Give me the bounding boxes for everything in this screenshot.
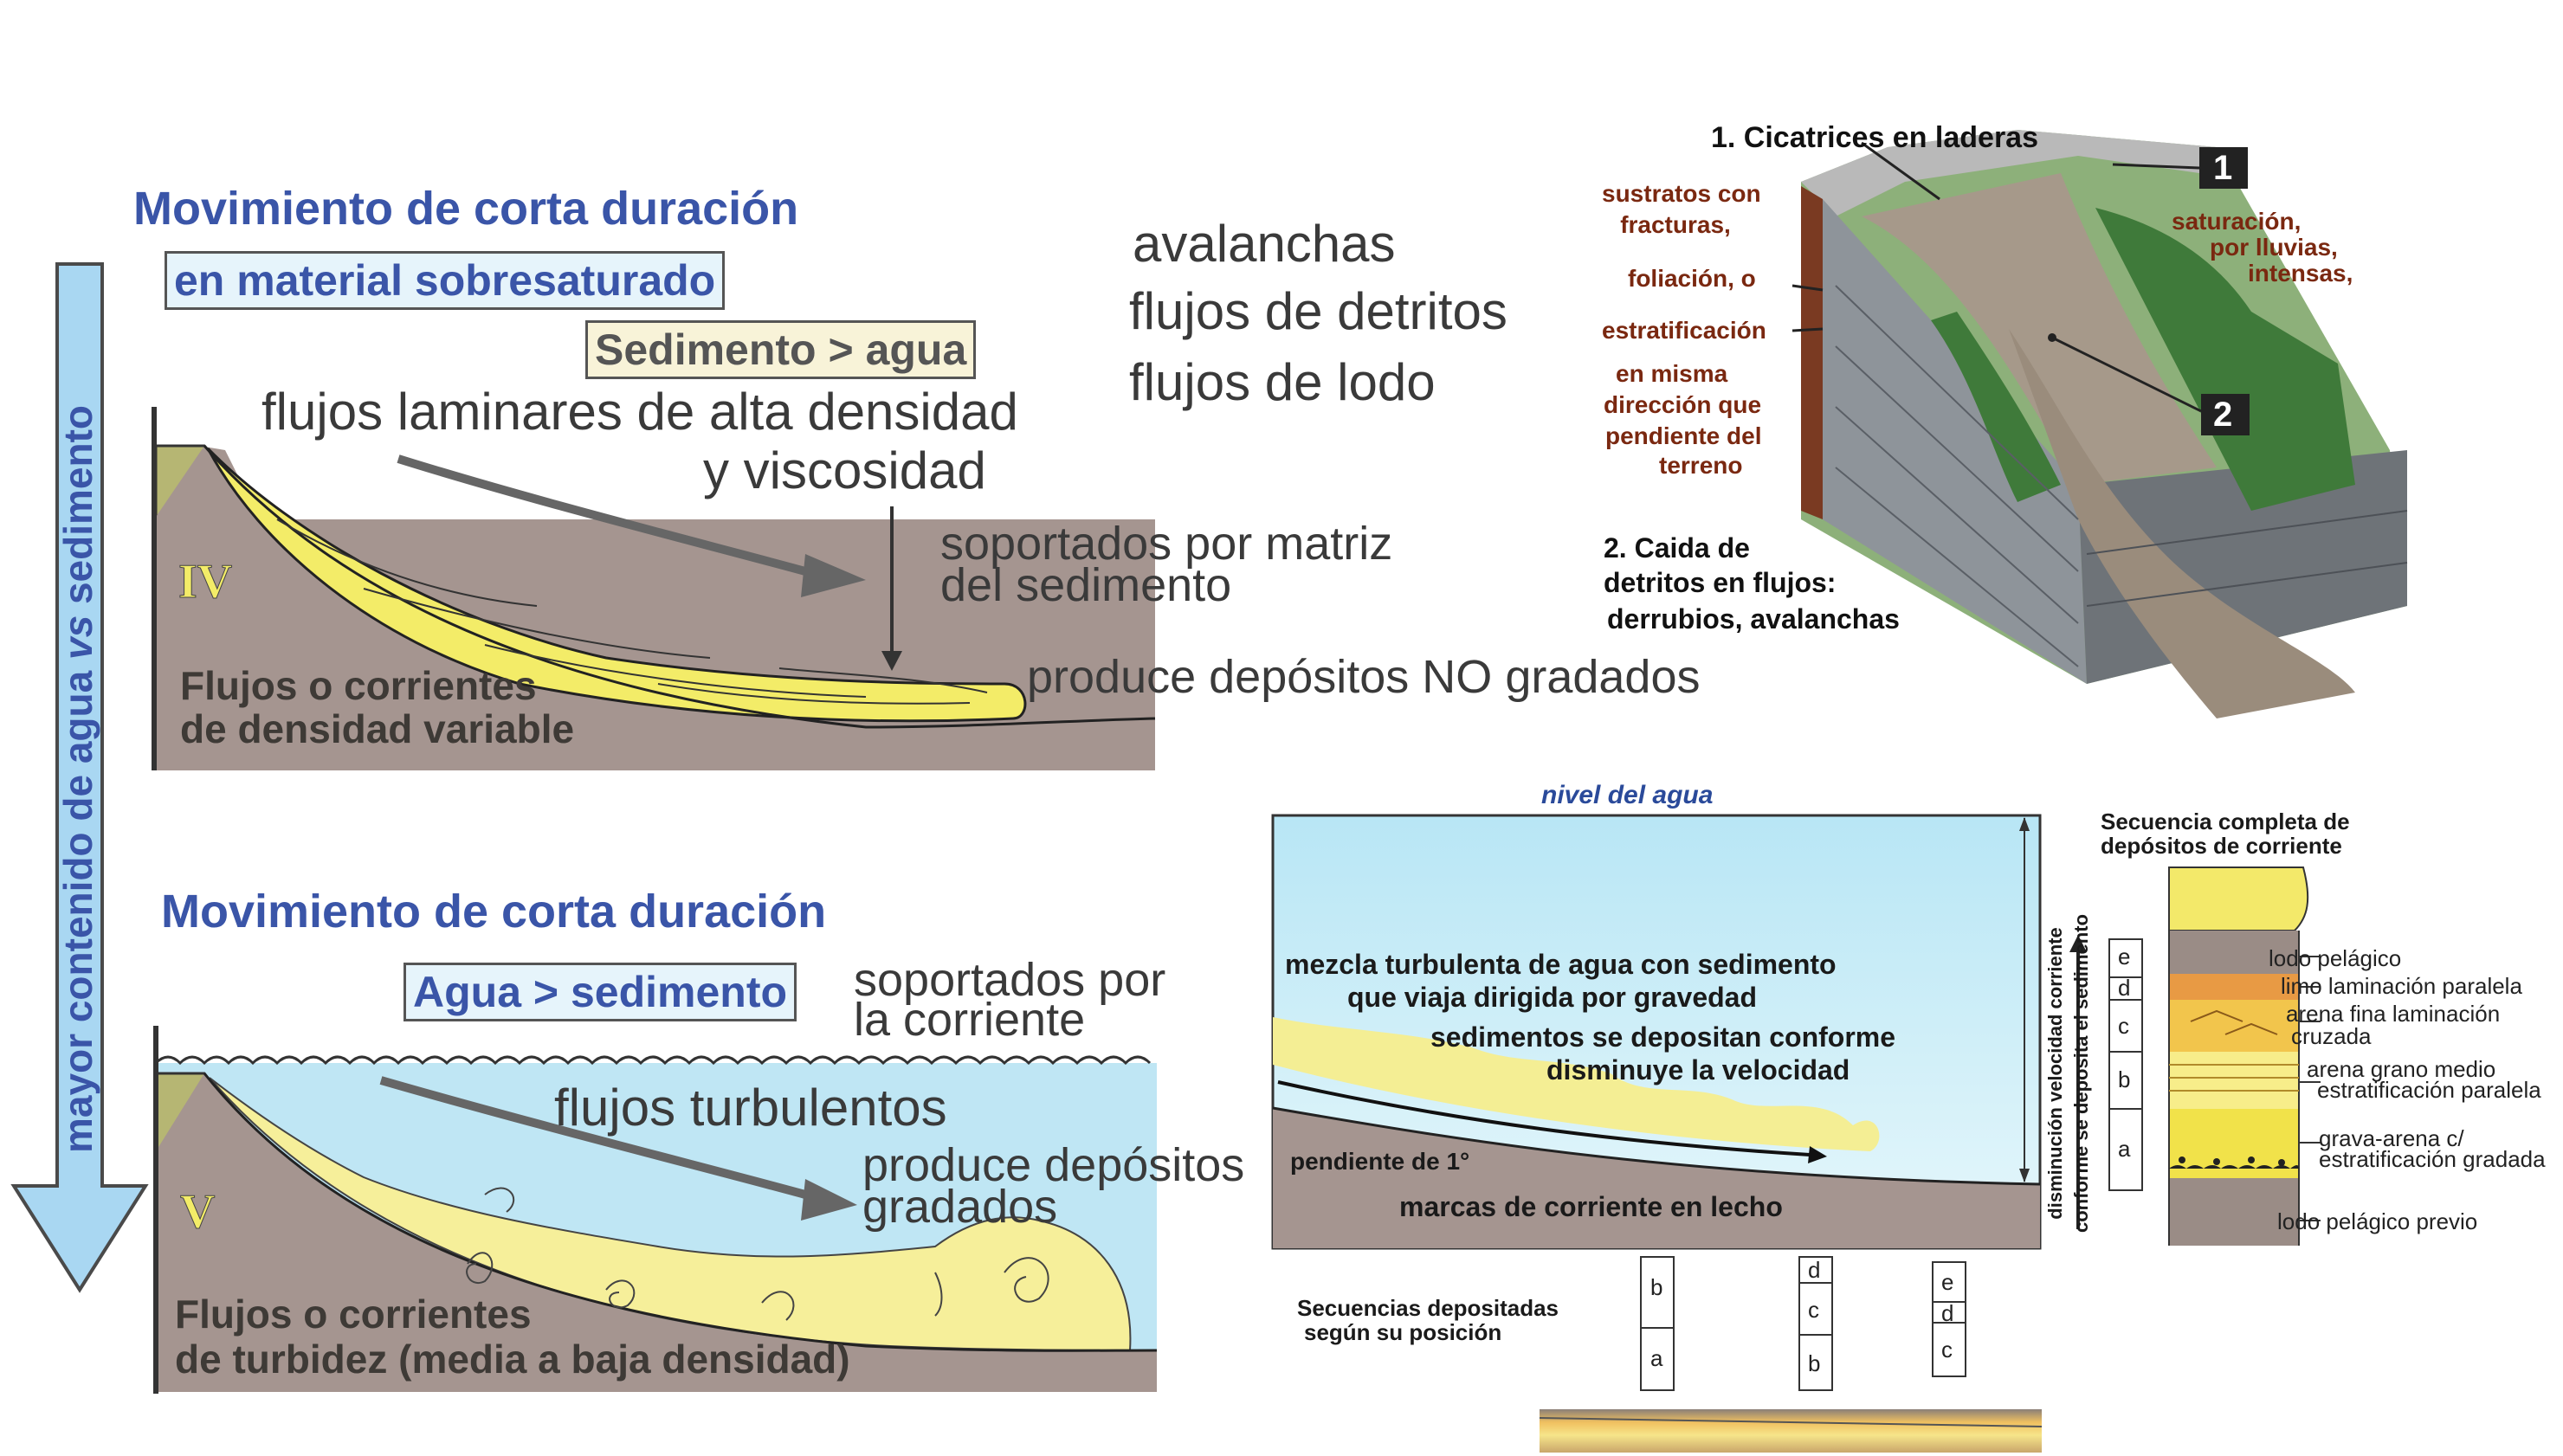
- landslide-note-saturacion: saturación,: [2172, 208, 2302, 235]
- water-content-suffix: sedimento: [55, 405, 100, 615]
- panel-iv-support-line1: soportados por matriz: [940, 518, 1393, 570]
- sequence-caption-line1: Secuencias depositadas: [1297, 1295, 1559, 1321]
- bouma-label-lodo-previo: lodo pelágico previo: [2277, 1208, 2478, 1234]
- panel-iv-support-line2: del sedimento: [940, 559, 1232, 611]
- landslide-label1: 1. Cicatrices en laderas: [1711, 121, 2039, 154]
- bouma-label-arena-fina: arena fina laminación: [2286, 1001, 2501, 1027]
- landslide-note-direccion: dirección que: [1604, 391, 1762, 418]
- type-flujos-detritos: flujos de detritos: [1129, 282, 1507, 340]
- bouma-label-cruzada: cruzada: [2291, 1023, 2372, 1049]
- bouma-sequence-diagram: [2069, 867, 2321, 1246]
- panel-v-flow: flujos turbulentos: [554, 1079, 947, 1137]
- panel-v-deposit-line2: gradados: [862, 1181, 1058, 1233]
- seq2-c: c: [1808, 1297, 1819, 1323]
- deposited-sequence-columns: [1640, 1256, 1966, 1391]
- landslide-note-sustratos: sustratos con: [1602, 180, 1761, 207]
- landslide-block-diagram: [1792, 130, 2408, 718]
- landslide-label2-line3: derrubios, avalanchas: [1607, 603, 1900, 635]
- panel-iv-title: Movimiento de corta duración: [133, 183, 799, 235]
- type-avalanchas: avalanchas: [1133, 215, 1396, 273]
- bouma-title-line1: Secuencia completa de: [2101, 809, 2350, 834]
- slope-label: pendiente de 1°: [1290, 1148, 1470, 1175]
- landslide-note-pendiente: pendiente del: [1605, 422, 1762, 449]
- landslide-note-en-misma: en misma: [1616, 360, 1728, 387]
- panel-v-diagram: [153, 1026, 1158, 1394]
- bouma-label-estrat-gradada: estratificación gradada: [2319, 1146, 2546, 1172]
- panel-v-caption-line1: Flujos o corrientes: [175, 1292, 532, 1337]
- seq2-b: b: [1808, 1350, 1821, 1376]
- bouma-letter-c: c: [2118, 1013, 2129, 1039]
- landslide-label2-line1: 2. Caida de: [1604, 532, 1750, 564]
- turbidity-text1: mezcla turbulenta de agua con sedimento: [1285, 949, 1837, 980]
- panel-v-deposit-line1: produce depósitos: [862, 1139, 1245, 1191]
- bouma-label-lodo-pelagico: lodo pelágico: [2269, 945, 2402, 971]
- panel-iv-flow-line1: flujos laminares de alta densidad: [261, 383, 1018, 441]
- seq3-d: d: [1941, 1300, 1954, 1326]
- sequence-caption-line2: según su posición: [1304, 1319, 1502, 1345]
- turbidity-text2: que viaja dirigida por gravedad: [1347, 982, 1758, 1013]
- velocity-vertical-label1: disminución velocidad corriente: [2044, 927, 2066, 1220]
- panel-iv-caption-line2: de densidad variable: [180, 706, 575, 751]
- bouma-label-grava-arena: grava-arena c/: [2319, 1125, 2464, 1151]
- type-flujos-lodo: flujos de lodo: [1129, 353, 1436, 411]
- current-marks-label: marcas de corriente en lecho: [1399, 1191, 1783, 1222]
- seq1-a: a: [1650, 1345, 1663, 1371]
- panel-iv-deposit: produce depósitos NO gradados: [1027, 651, 1701, 703]
- bouma-label-arena-medio: arena grano medio: [2307, 1056, 2496, 1082]
- water-content-label: mayor contenido de agua vs sedimento: [55, 405, 101, 1153]
- seq1-b: b: [1650, 1274, 1663, 1300]
- panel-v-title: Movimiento de corta duración: [161, 886, 827, 937]
- turbidity-text4: disminuye la velocidad: [1546, 1054, 1850, 1086]
- landslide-note-estratificacion: estratificación: [1602, 317, 1766, 344]
- water-content-vs: vs: [55, 615, 100, 660]
- seq2-d: d: [1808, 1257, 1821, 1283]
- panel-v-ratio-box: Agua > sedimento: [403, 963, 797, 1021]
- seq3-c: c: [1941, 1337, 1953, 1363]
- bouma-letter-a: a: [2118, 1136, 2131, 1162]
- landslide-note-lluvias: por lluvias,: [2210, 234, 2338, 261]
- landslide-note-fracturas: fracturas,: [1620, 211, 1731, 238]
- bouma-letter-e: e: [2118, 944, 2131, 970]
- seq3-e: e: [1941, 1269, 1954, 1295]
- panel-v-support-line1: soportados por: [854, 954, 1166, 1006]
- panel-iv-ratio-box: Sedimento > agua: [585, 320, 977, 379]
- bouma-label-estrat-paralela: estratificación paralela: [2317, 1077, 2541, 1103]
- bouma-label-limo: limo laminación paralela: [2281, 973, 2522, 999]
- landslide-note-intensas: intensas,: [2248, 260, 2353, 287]
- panel-iv-diagram: [152, 407, 1156, 770]
- water-content-arrow: [10, 262, 149, 1293]
- landslide-note-foliacion: foliación, o: [1628, 265, 1756, 292]
- panel-v-support-line2: la corriente: [854, 994, 1086, 1046]
- turbidity-text3: sedimentos se depositan conforme: [1430, 1021, 1896, 1053]
- water-content-prefix: mayor contenido de agua: [55, 660, 100, 1153]
- water-level-label: nivel del agua: [1541, 781, 1714, 809]
- landslide-marker-1: 1: [2213, 149, 2233, 187]
- landslide-marker-2: 2: [2213, 396, 2233, 434]
- panel-iv-subtitle-box: en material sobresaturado: [165, 251, 726, 310]
- velocity-vertical-label2: conforme se deposita el sedimento: [2070, 914, 2092, 1233]
- panel-iv-caption-line1: Flujos o corrientes: [180, 663, 537, 708]
- panel-iv-roman: IV: [178, 555, 233, 609]
- panel-v-caption-line2: de turbidez (media a baja densidad): [175, 1337, 850, 1382]
- panel-iv-flow-line2: y viscosidad: [703, 441, 986, 499]
- bouma-letter-b: b: [2118, 1066, 2131, 1092]
- landslide-label2-line2: detritos en flujos:: [1604, 567, 1837, 598]
- panel-v-roman: V: [179, 1185, 216, 1240]
- turbidity-diagram: [1271, 814, 2043, 1453]
- landslide-note-terreno: terreno: [1659, 452, 1743, 479]
- bouma-title-line2: depósitos de corriente: [2101, 833, 2342, 859]
- bouma-letter-d: d: [2118, 975, 2131, 1001]
